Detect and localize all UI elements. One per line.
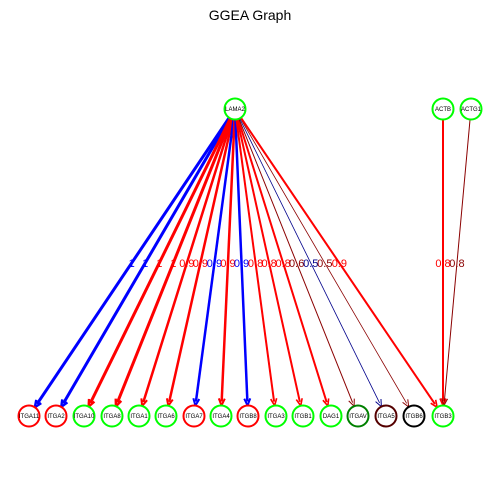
node-circle (44, 404, 68, 428)
node-DAG1[interactable]: DAG1 (319, 404, 343, 428)
edge-LAMA2-ITGA11 (35, 116, 231, 405)
node-label: ITGA6 (157, 414, 175, 420)
edge-LAMA2-ITGA2 (62, 117, 232, 405)
node-label: ITGAV (349, 414, 367, 420)
node-label: ITGA11 (19, 414, 40, 420)
node-label: DAG1 (323, 414, 340, 420)
node-label: ITGA2 (47, 414, 65, 420)
node-circle (431, 404, 455, 428)
node-circle (264, 404, 288, 428)
edge-label-ACTG1-ITGB3: 0.8 (449, 258, 464, 270)
node-circle (346, 404, 370, 428)
edge-label-LAMA2-ITGA3: 0.8 (248, 258, 263, 270)
edge-LAMA2-ITGA3 (235, 119, 276, 402)
node-label: ITGA7 (185, 414, 203, 420)
edge-label-ACTB-ITGB3: 0.8 (435, 258, 450, 270)
node-ITGAV[interactable]: ITGAV (346, 404, 370, 428)
node-label: ACTB (435, 107, 451, 113)
node-circle (17, 404, 41, 428)
node-label: LAMA2 (225, 107, 245, 113)
node-ITGA10[interactable]: ITGA10 (72, 404, 96, 428)
node-ITGA8[interactable]: ITGA8 (100, 404, 124, 428)
node-label: ACTG1 (461, 107, 482, 113)
node-ITGB8[interactable]: ITGB8 (236, 404, 260, 428)
edge-label-LAMA2-ITGA10: 1 (156, 258, 162, 270)
node-circle (209, 404, 233, 428)
edge-LAMA2-ITGA6 (167, 118, 234, 403)
edge-label-LAMA2-ITGA4: 0.9 (220, 258, 235, 270)
edge-LAMA2-ITGB3 (240, 117, 436, 405)
edge-label-LAMA2-DAG1: 0.8 (276, 258, 291, 270)
node-label: ITGA3 (267, 414, 285, 420)
node-ITGA1[interactable]: ITGA1 (127, 404, 151, 428)
graph-title: GGEA Graph (209, 7, 291, 23)
node-ITGA7[interactable]: ITGA7 (182, 404, 206, 428)
node-circle (402, 404, 426, 428)
node-label: ITGA4 (212, 414, 230, 420)
node-label: ITGB6 (405, 414, 423, 420)
edge-LAMA2-DAG1 (237, 118, 328, 403)
node-circle (182, 404, 206, 428)
node-label: ITGA1 (130, 414, 148, 420)
edges-layer (33, 116, 471, 410)
edge-LAMA2-ITGB8 (234, 119, 249, 402)
edge-LAMA2-ITGA5 (239, 118, 380, 404)
node-label: ITGB8 (239, 414, 257, 420)
node-label: ITGB3 (434, 414, 452, 420)
edge-label-LAMA2-ITGB1: 0.8 (261, 258, 276, 270)
node-circle (72, 404, 96, 428)
node-ITGA5[interactable]: ITGA5 (374, 404, 398, 428)
node-circle (223, 97, 247, 121)
node-circle (154, 404, 178, 428)
node-circle (236, 404, 260, 428)
edge-LAMA2-ITGB6 (239, 117, 408, 404)
node-ITGA3[interactable]: ITGA3 (264, 404, 288, 428)
node-ACTG1[interactable]: ACTG1 (459, 97, 483, 121)
node-ACTB[interactable]: ACTB (431, 97, 455, 121)
node-ITGA11[interactable]: ITGA11 (17, 404, 41, 428)
node-ITGB6[interactable]: ITGB6 (402, 404, 426, 428)
node-label: ITGA8 (103, 414, 121, 420)
node-ITGB1[interactable]: ITGB1 (291, 404, 315, 428)
edge-label-LAMA2-ITGB3: 0.9 (332, 258, 347, 270)
node-circle (127, 404, 151, 428)
node-LAMA2[interactable]: LAMA2 (223, 97, 247, 121)
node-label: ITGA5 (377, 414, 395, 420)
edge-LAMA2-ITGA7 (194, 119, 235, 402)
edge-label-LAMA2-ITGA6: 0.9 (193, 258, 208, 270)
edge-arrowhead-LAMA2-ITGB6 (402, 399, 410, 409)
node-ITGA4[interactable]: ITGA4 (209, 404, 233, 428)
edge-LAMA2-ITGA4 (220, 119, 236, 402)
edge-label-LAMA2-ITGAV: 0.6 (289, 258, 304, 270)
node-circle (374, 404, 398, 428)
node-ITGB3[interactable]: ITGB3 (431, 404, 455, 428)
node-ITGA2[interactable]: ITGA2 (44, 404, 68, 428)
edge-LAMA2-ITGA8 (116, 118, 233, 404)
edge-LAMA2-ITGA10 (89, 117, 232, 404)
node-label: ITGB1 (294, 414, 312, 420)
edge-label-LAMA2-ITGA7: 0.9 (207, 258, 222, 270)
node-ITGA6[interactable]: ITGA6 (154, 404, 178, 428)
edge-label-LAMA2-ITGA8: 1 (170, 258, 176, 270)
edge-label-LAMA2-ITGB6: 0.5 (317, 258, 332, 270)
edge-label-LAMA2-ITGA2: 1 (142, 258, 148, 270)
edge-label-LAMA2-ITGA5: 0.5 (303, 258, 318, 270)
edge-label-LAMA2-ITGA11: 1 (129, 258, 135, 270)
node-circle (291, 404, 315, 428)
node-label: ITGA10 (74, 414, 95, 420)
edge-label-LAMA2-ITGB8: 0.9 (234, 258, 249, 270)
node-circle (100, 404, 124, 428)
edge-LAMA2-ITGB1 (236, 119, 301, 403)
edge-LAMA2-ITGA1 (142, 118, 234, 403)
node-circle (459, 97, 483, 121)
edge-LAMA2-ITGAV (238, 118, 354, 403)
node-circle (431, 97, 455, 121)
edge-label-LAMA2-ITGA1: 0.9 (179, 258, 194, 270)
node-circle (319, 404, 343, 428)
edge-ACTG1-ITGB3 (443, 119, 471, 402)
